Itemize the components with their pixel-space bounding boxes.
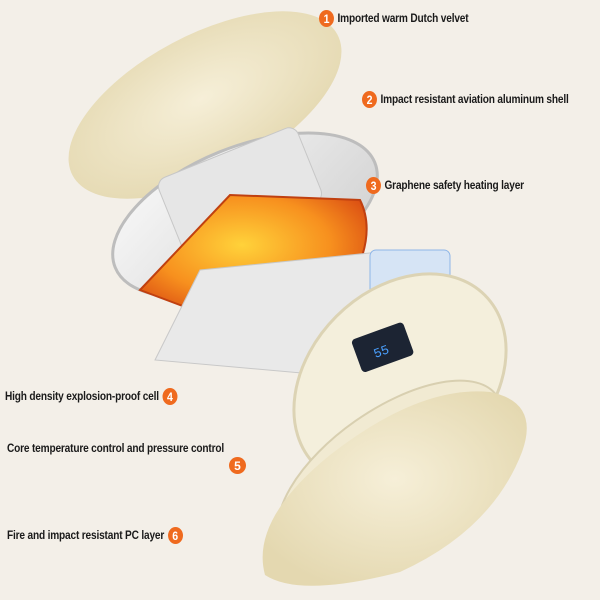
callout-label-3: Graphene safety heating layer [384,179,524,192]
callout-number-3: 3 [366,177,381,194]
callout-2: 2 Impact resistant aviation aluminum she… [362,91,569,108]
callout-number-2: 2 [362,91,377,108]
callout-4: High density explosion-proof cell 4 [5,388,178,405]
callout-6: Fire and impact resistant PC layer 6 [7,527,183,544]
velvet-bottom-layer [262,391,527,586]
callout-number-5: 5 [229,457,246,474]
callout-3: 3 Graphene safety heating layer [366,177,524,194]
callout-label-5: Core temperature control and pressure co… [7,443,225,455]
callout-label-6: Fire and impact resistant PC layer [7,529,165,542]
velvet-top-layer [68,11,342,199]
callout-number-6: 6 [167,527,183,544]
callout-1: 1 Imported warm Dutch velvet [319,10,469,27]
callout-label-1: Imported warm Dutch velvet [337,12,469,25]
callout-label-2: Impact resistant aviation aluminum shell [380,93,569,106]
temperature-display: 55 [372,342,392,361]
callout-5: Core temperature control and pressure co… [7,443,224,455]
callout-label-4: High density explosion-proof cell [5,390,159,403]
callout-number-1: 1 [319,10,334,27]
callout-number-4: 4 [162,388,178,405]
